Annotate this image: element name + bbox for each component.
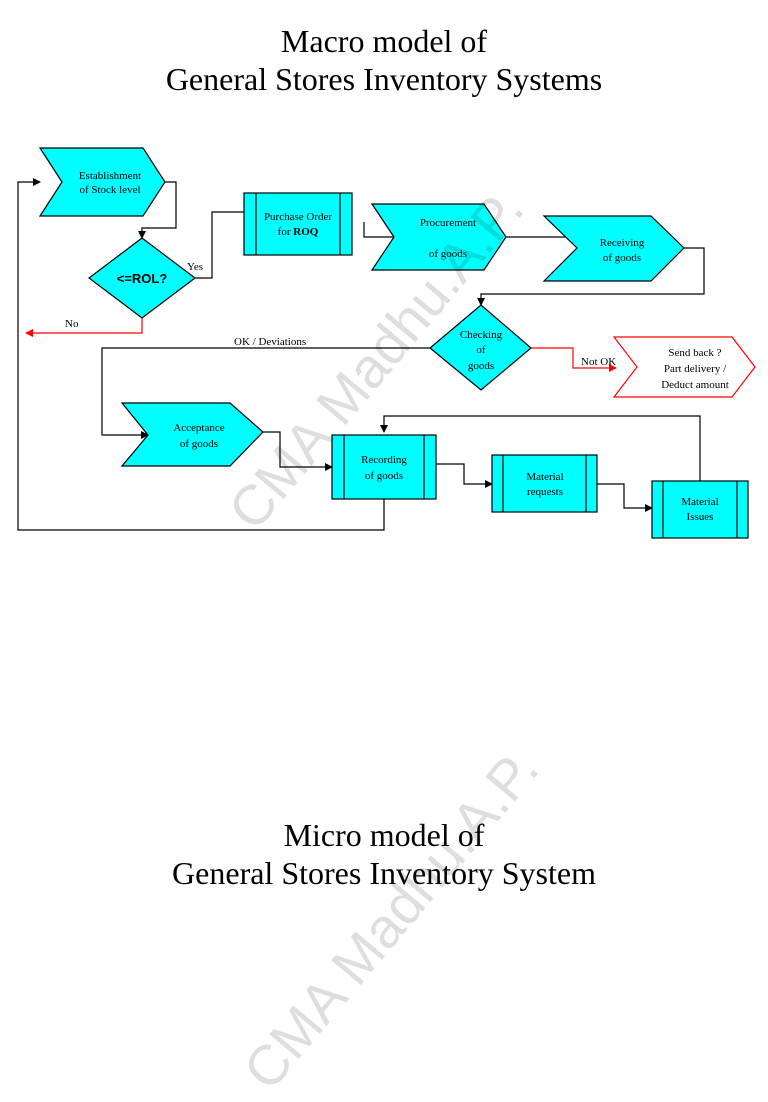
receiving-shape	[542, 215, 685, 282]
checking-label-1: Checking	[460, 329, 503, 341]
material-requests-label-2: requests	[527, 486, 563, 498]
connector-checking-ok-to-acceptance	[101, 347, 430, 439]
checking-shape	[429, 304, 532, 391]
purchase-order-label-2: for ROQ	[278, 226, 319, 238]
yes-label: Yes	[187, 261, 203, 273]
purchase-order-label-1: Purchase Order	[264, 211, 332, 223]
rol-decision-label: <=ROL?	[117, 271, 168, 286]
micro-title-line1: Micro model of	[283, 817, 485, 853]
send-back-label-3: Deduct amount	[661, 379, 729, 391]
rol-decision-shape	[88, 237, 196, 319]
establishment-shape	[38, 147, 166, 217]
recording-shape	[331, 434, 437, 500]
checking-label-2: of	[476, 344, 486, 356]
recording-label-1: Recording	[361, 454, 407, 466]
purchase-order-shape	[243, 192, 353, 256]
connector-issues-to-recording	[380, 415, 701, 481]
procurement-label-1: Procurement	[420, 217, 476, 229]
connector-recording-to-requests	[436, 463, 493, 488]
connector-requests-to-issues	[597, 483, 653, 512]
receiving-label-2: of goods	[603, 252, 641, 264]
connector-checking-not-ok	[531, 347, 617, 372]
not-ok-label: Not OK	[581, 356, 616, 368]
material-issues-label-2: Issues	[687, 511, 714, 523]
procurement-shape	[370, 203, 507, 271]
connector-recording-loop-to-establishment	[17, 178, 385, 531]
connector-rol-yes-to-purchase	[195, 211, 244, 279]
send-back-shape	[612, 336, 756, 398]
macro-title-line2: General Stores Inventory Systems	[165, 61, 603, 97]
ok-deviations-label: OK / Deviations	[234, 336, 306, 348]
receiving-label-1: Receiving	[600, 237, 645, 249]
material-requests-shape	[491, 454, 598, 513]
connector-receiving-to-checking	[477, 247, 705, 306]
micro-title: Micro model of General Stores Inventory …	[0, 816, 768, 892]
acceptance-label-2: of goods	[180, 438, 218, 450]
material-issues-shape	[651, 480, 749, 539]
macro-title-line1: Macro model of	[280, 23, 488, 59]
recording-label-2: of goods	[365, 470, 403, 482]
checking-label-3: goods	[468, 360, 494, 372]
establishment-label-1: Establishment	[79, 170, 141, 182]
connector-acceptance-to-recording	[263, 431, 333, 471]
establishment-label-2: of Stock level	[79, 184, 140, 196]
connector-establishment-to-rol	[138, 181, 177, 239]
send-back-label-2: Part delivery /	[664, 363, 727, 375]
procurement-label-2: of goods	[429, 248, 467, 260]
macro-title: Macro model of General Stores Inventory …	[0, 22, 768, 98]
material-issues-label-1: Material	[681, 496, 718, 508]
inventory-flowchart: Establishment of Stock level Purchase Or…	[17, 147, 756, 539]
micro-title-line2: General Stores Inventory System	[172, 855, 596, 891]
send-back-label-1: Send back ?	[668, 347, 721, 359]
connector-rol-no	[25, 318, 143, 337]
material-requests-label-1: Material	[526, 471, 563, 483]
acceptance-shape	[120, 402, 264, 467]
acceptance-label-1: Acceptance	[173, 422, 224, 434]
no-label: No	[65, 318, 79, 330]
connector-purchase-to-procurement	[363, 222, 403, 241]
